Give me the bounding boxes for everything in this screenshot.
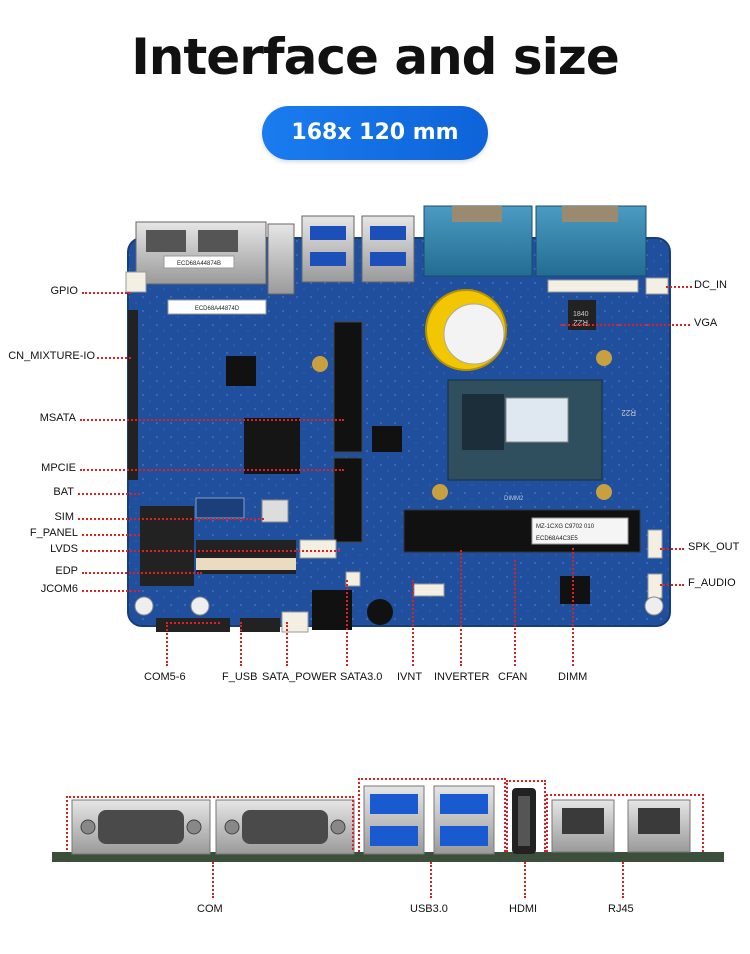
label-vga: VGA — [694, 317, 718, 329]
label-sata3: SATA3.0 — [340, 671, 383, 683]
label-f-usb: F_USB — [222, 671, 258, 683]
label-cn-mixture-io: CN_MIXTURE-IO — [8, 350, 95, 362]
label-f-panel: F_PANEL — [29, 527, 78, 539]
io-usb-frame — [358, 778, 506, 852]
buzzer — [367, 599, 393, 625]
label-mpcie: MPCIE — [41, 462, 76, 474]
label-msata: MSATA — [39, 412, 76, 424]
label-io-com: COM — [197, 903, 223, 915]
label-bat: BAT — [53, 486, 74, 498]
label-spk-out: SPK_OUT — [688, 541, 740, 553]
silk-1840: 1840 — [573, 311, 589, 318]
label-io-hdmi: HDMI — [509, 903, 538, 915]
io-rj45-frame — [546, 794, 704, 852]
lan-chip-text-2: ECD68A44874D — [195, 306, 240, 312]
label-sim: SIM — [54, 511, 74, 523]
label-gpio: GPIO — [50, 285, 78, 297]
label-lvds: LVDS — [50, 543, 78, 555]
label-dc-in: DC_IN — [694, 279, 728, 291]
io-panel-pcb-edge — [52, 852, 724, 862]
label-dimm: DIMM — [558, 671, 588, 683]
silk-dimm: DIMM2 — [504, 496, 524, 502]
dimm-sticker-2: ECD68A4C3E5 — [536, 536, 578, 542]
silk-r22-b: R22 — [621, 408, 636, 417]
label-inverter: INVERTER — [434, 671, 490, 683]
label-io-usb3: USB3.0 — [410, 903, 448, 915]
label-sata-power: SATA_POWER — [262, 671, 337, 683]
label-jcom6: JCOM6 — [40, 583, 78, 595]
label-com5-6: COM5-6 — [144, 671, 186, 683]
page-title: Interface and size — [131, 28, 620, 86]
label-f-audio: F_AUDIO — [688, 577, 736, 589]
io-com-frame — [66, 796, 354, 850]
lan-chip-text-1: ECD68A44874B — [177, 261, 221, 267]
label-cfan: CFAN — [498, 671, 528, 683]
label-io-rj45: RJ45 — [608, 903, 634, 915]
io-hdmi-frame — [506, 780, 546, 852]
usb-top-port-2 — [361, 215, 415, 283]
mpcie-slot — [333, 457, 363, 543]
chipset — [244, 418, 300, 474]
silk-r22-a: R22 — [573, 318, 588, 327]
size-badge: 168x 120 mm — [262, 106, 488, 160]
usb-top-port-1 — [301, 215, 355, 283]
label-edp: EDP — [55, 565, 78, 577]
dimm-sticker-1: MZ-1CXG C9702 010 — [536, 524, 595, 530]
msata-slot — [333, 321, 363, 453]
sata-connector — [312, 590, 352, 630]
label-ivnt: IVNT — [397, 671, 423, 683]
